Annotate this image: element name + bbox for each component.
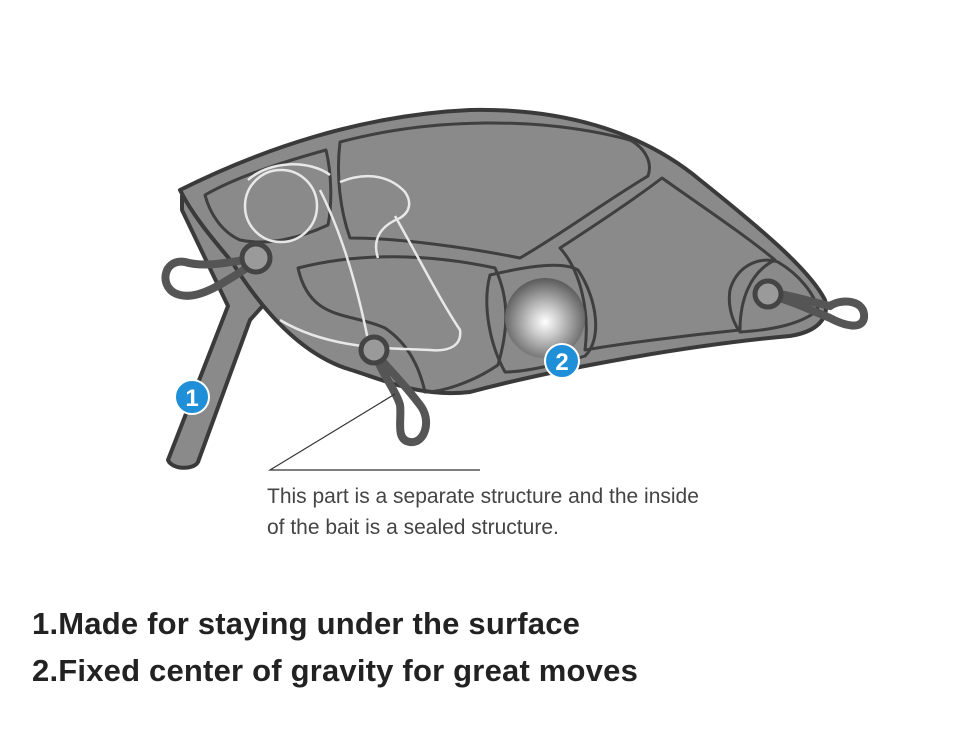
- feature-2: 2.Fixed center of gravity for great move…: [32, 653, 639, 688]
- callout-leader-line: [267, 393, 480, 471]
- feature-1: 1.Made for staying under the surface: [32, 606, 581, 641]
- badge-2: 2: [544, 343, 580, 379]
- sealed-inner-structure: [243, 163, 462, 352]
- badge-2-label: 2: [555, 349, 568, 376]
- callout-line-1: This part is a separate structure and th…: [267, 485, 699, 508]
- weight-ball: [505, 278, 585, 358]
- line-tie-belly: [358, 334, 431, 446]
- badge-1-label: 1: [185, 385, 198, 412]
- line-tie-front: [161, 241, 273, 300]
- feature-list: 1.Made for staying under the surface 2.F…: [32, 600, 932, 694]
- callout-line-2: of the bait is a sealed structure.: [267, 516, 559, 539]
- line-tie-tail: [752, 278, 868, 330]
- callout-text: This part is a separate structure and th…: [267, 481, 827, 543]
- badge-1: 1: [174, 379, 210, 415]
